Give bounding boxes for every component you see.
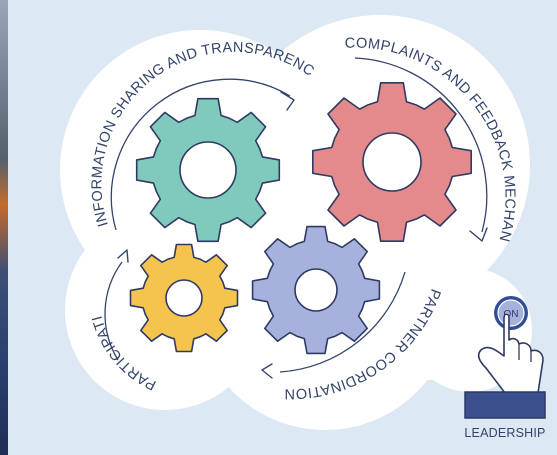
gear-hole xyxy=(362,132,422,192)
gear-icon-lavender xyxy=(251,225,381,355)
gear-hole xyxy=(179,141,237,199)
hand-pointer-icon xyxy=(464,313,546,419)
gear-icon-yellow xyxy=(129,243,239,353)
on-button-text: ON xyxy=(504,309,519,320)
leadership-icon: ON xyxy=(464,296,546,419)
gear-icon-red xyxy=(312,82,472,242)
cycle-arrow-icon xyxy=(104,57,488,379)
leadership-label: LEADERSHIP xyxy=(464,426,546,440)
gear-hole xyxy=(294,268,338,312)
gear-icon-teal xyxy=(135,97,281,243)
on-button-icon: ON xyxy=(494,296,528,330)
photo-edge-strip xyxy=(0,0,8,455)
gear-hole xyxy=(165,279,203,317)
